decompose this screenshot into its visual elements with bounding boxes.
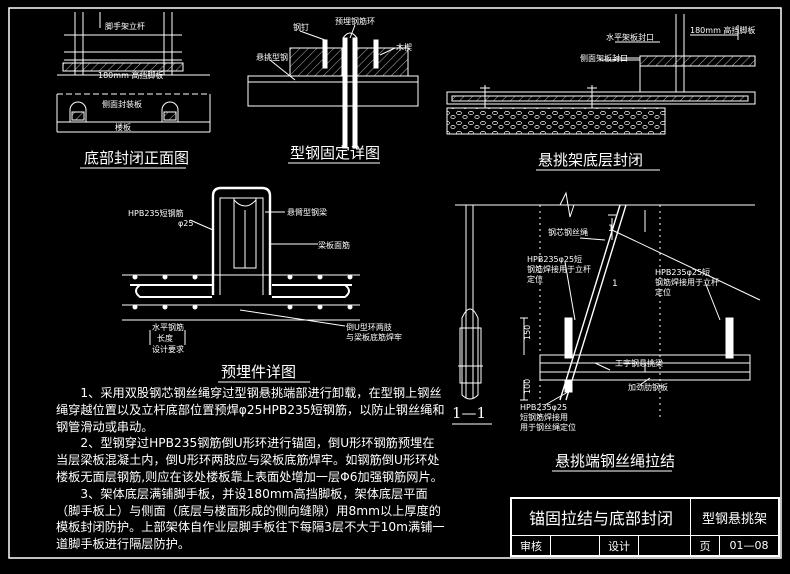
note-3: 3、架体底层满铺脚手板，并设180mm高挡脚板，架体底层平面（脚手板上）与侧面（… (56, 486, 445, 552)
cantilever-bottom-closure (446, 14, 756, 135)
wr-label-bottom3: 用于钢丝绳定位 (520, 422, 576, 432)
title-block: 锚固拉结与底部封闭 型钢悬挑架 审核 设计 页 01—08 (510, 497, 780, 557)
ed-label-bar2: φ25 (178, 219, 193, 228)
ed-label-hbar2: 长度 (157, 333, 173, 343)
bottom-front-view (56, 12, 211, 133)
bf-label-top: 脚手架立杆 (105, 21, 145, 31)
wr-label-barleft: HPB235φ25短 (527, 254, 582, 264)
bf-caption: 底部封闭正面图 (84, 149, 189, 167)
sf-label-wood: 木楔 (396, 42, 412, 52)
construction-notes: 1、采用双股钢芯钢丝绳穿过型钢悬挑端部进行卸载，在型钢上钢丝绳穿越位置以及立杆底… (56, 385, 446, 553)
ed-label-stirrup: 倒U型环两肢 (346, 322, 392, 332)
embed-rebar-dots (132, 274, 353, 310)
title-block-review: 审核 (511, 535, 551, 556)
bf-label-middle: 180mm 高挡脚板 (98, 70, 163, 80)
sf-label-embed: 预埋钢筋环 (335, 16, 375, 26)
title-block-page-label: 页 (690, 535, 720, 556)
bf-label-bottom: 楼板 (115, 122, 131, 132)
ed-caption: 预埋件详图 (221, 363, 296, 381)
steel-fix-detail (247, 24, 419, 149)
wire-rope-tie (455, 191, 761, 420)
title-block-subtitle: 型钢悬挑架 (690, 498, 779, 536)
cb-label-side: 侧面架板封口 (580, 53, 628, 63)
ed-label-hbar: 水平钢筋 (152, 322, 184, 332)
wr-label-barleft2: 钢筋焊接用于立杆 (527, 264, 591, 274)
wr-dim-150: 150 (523, 325, 532, 340)
ed-label-stirrup2: 与梁板底筋焊牢 (346, 332, 402, 342)
cb-label-horizontal: 水平架板封口 (606, 32, 654, 42)
wr-label-stiff: 加劲肋钢板 (628, 382, 668, 392)
sf-caption: 型钢固定详图 (290, 144, 380, 162)
sf-label-nail: 钢钉 (293, 22, 309, 32)
note-1: 1、采用双股钢芯钢丝绳穿过型钢悬挑端部进行卸载，在型钢上钢丝绳穿越位置以及立杆底… (56, 386, 445, 434)
ed-label-bar: HPB235短钢筋 (128, 208, 184, 218)
bf-label-lower: 侧面封装板 (102, 99, 142, 109)
wr-label-barright: HPB235φ25短 (655, 267, 710, 277)
title-block-review-value (550, 535, 600, 556)
wr-section: 1—1 (452, 404, 486, 422)
cb-caption: 悬挑架底层封闭 (538, 151, 643, 169)
wr-label-barright2: 钢筋焊接用于立杆 (655, 277, 719, 287)
title-block-title: 锚固拉结与底部封闭 (511, 498, 691, 536)
wr-label-barleft3: 定位 (527, 274, 543, 284)
ed-label-beam: 悬臂型钢梁 (287, 207, 327, 217)
wr-caption: 悬挑端钢丝绳拉结 (555, 452, 675, 470)
wr-mark-2: 1 (612, 279, 618, 289)
sf-label-steel: 悬挑型钢 (256, 52, 288, 62)
title-block-page-no: 01—08 (719, 535, 779, 556)
title-block-design: 设计 (599, 535, 639, 556)
wr-label-barright3: 定位 (655, 287, 671, 297)
title-block-design-value (638, 535, 691, 556)
ed-label-design: 设计要求 (152, 344, 184, 354)
wr-label-beam: 工字钢悬挑梁 (615, 358, 663, 368)
wr-label-rope: 钢芯钢丝绳 (548, 227, 588, 237)
wr-label-bottom2: 短钢筋焊接用 (520, 412, 568, 422)
wr-label-bottom: HPB235φ25 (520, 403, 567, 412)
wr-dim-100: 100 (523, 379, 532, 394)
wr-mark-1: 1 (608, 224, 614, 234)
ed-label-concrete: 梁板面筋 (318, 240, 350, 250)
cb-label-skirting: 180mm 高挡脚板 (690, 25, 755, 35)
note-2: 2、型钢穿过HPB235钢筋倒U形环进行锚固，倒U形环钢筋预埋在当层梁板混凝土内… (56, 436, 443, 484)
sheet-border (8, 7, 782, 559)
